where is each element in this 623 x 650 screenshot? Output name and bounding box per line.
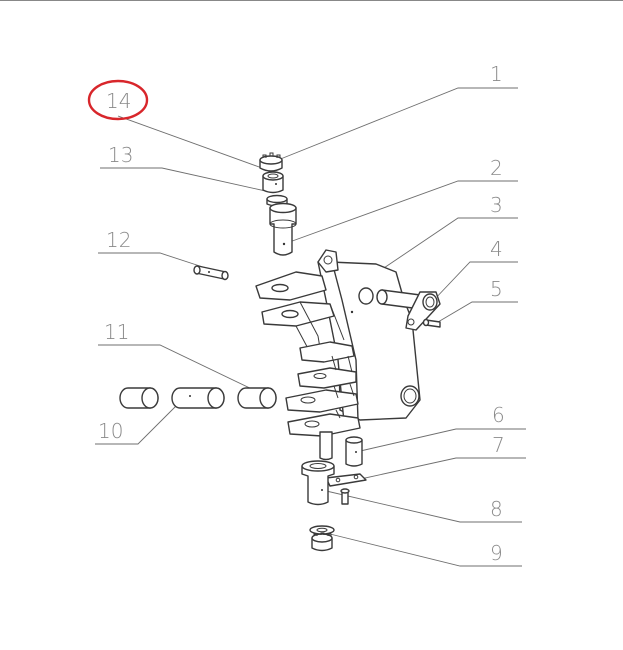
leader-9 bbox=[329, 533, 522, 567]
leader-14 bbox=[117, 115, 263, 169]
callout-10: 10 bbox=[98, 419, 123, 443]
part-6-sleeve bbox=[345, 436, 363, 467]
callout-7: 7 bbox=[492, 433, 505, 457]
callout-8: 8 bbox=[490, 497, 503, 521]
lower-shaft bbox=[319, 431, 333, 461]
cylinder-middle bbox=[171, 387, 225, 409]
part-3-main-bracket bbox=[255, 249, 421, 437]
callout-5: 5 bbox=[490, 277, 503, 301]
cylinder-right bbox=[237, 387, 277, 409]
callout-4: 4 bbox=[490, 237, 503, 261]
part-5-bolt bbox=[422, 318, 441, 328]
part-4-pin-plate bbox=[376, 289, 441, 331]
callout-6: 6 bbox=[492, 403, 505, 427]
leader-11 bbox=[98, 344, 259, 393]
leader-2 bbox=[283, 180, 518, 245]
highlight-circle bbox=[87, 79, 149, 121]
part-12-pin bbox=[193, 265, 229, 281]
leader-8 bbox=[321, 489, 522, 523]
part-9-castle-nut bbox=[309, 525, 335, 552]
callout-9: 9 bbox=[490, 541, 503, 565]
callout-14: 14 bbox=[106, 89, 131, 113]
top-border bbox=[0, 0, 623, 1]
cylinder-left bbox=[119, 387, 159, 409]
callout-labels: 1 2 3 4 5 6 7 8 9 10 11 12 13 14 bbox=[98, 62, 505, 565]
callout-1: 1 bbox=[490, 62, 503, 86]
leader-5 bbox=[437, 301, 518, 323]
part-2-king-pin bbox=[269, 202, 297, 256]
callout-2: 2 bbox=[490, 156, 503, 180]
callout-11: 11 bbox=[104, 320, 129, 344]
part-1-castle-nut bbox=[259, 152, 283, 172]
leader-12 bbox=[98, 252, 213, 271]
leader-4 bbox=[431, 261, 518, 303]
part-8-lower-pin bbox=[301, 460, 350, 506]
leader-lines bbox=[95, 87, 526, 567]
callout-12: 12 bbox=[106, 228, 131, 252]
part-7-plate bbox=[325, 473, 367, 487]
leader-10 bbox=[95, 395, 187, 445]
callout-13: 13 bbox=[108, 143, 133, 167]
leader-1 bbox=[277, 87, 518, 161]
leader-3 bbox=[377, 217, 518, 273]
leader-7 bbox=[355, 457, 526, 481]
leader-6 bbox=[355, 428, 526, 453]
callout-3: 3 bbox=[490, 193, 503, 217]
part-10-11-cylinders bbox=[119, 387, 277, 409]
part-14-bushing bbox=[262, 171, 284, 194]
leader-13 bbox=[100, 167, 271, 193]
